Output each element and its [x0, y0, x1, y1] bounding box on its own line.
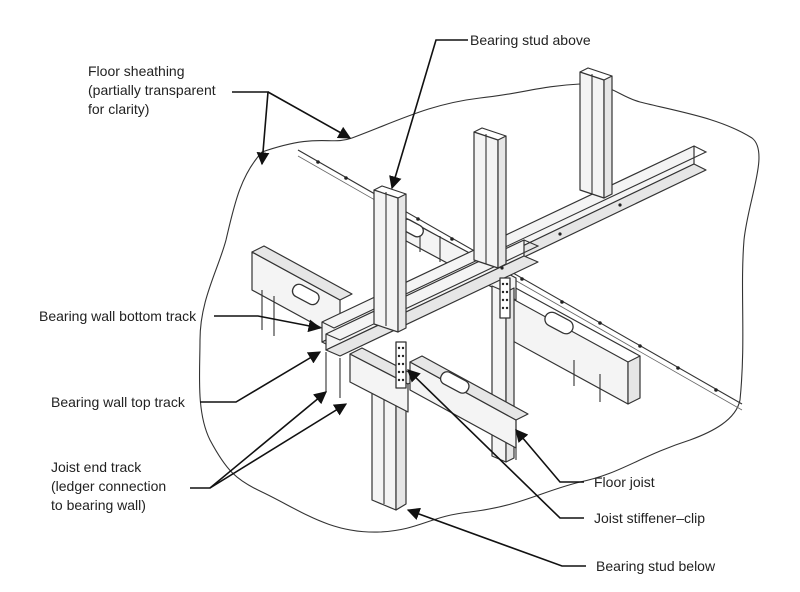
label-bearing-wall-bottom-track: Bearing wall bottom track	[39, 308, 197, 324]
label-floor-sheathing: Floor sheathing (partially transparent f…	[88, 63, 216, 117]
bearing-stud-above-middle	[473, 127, 507, 269]
floor-joist-rear	[499, 285, 641, 405]
leader-bearing-stud-above	[389, 39, 468, 190]
label-bearing-stud-below: Bearing stud below	[596, 558, 716, 574]
joist-stiffener-clip-rear	[499, 277, 511, 319]
bearing-stud-above-rear	[579, 67, 613, 199]
bearing-stud-above-front	[373, 185, 407, 333]
label-joist-end-track: Joist end track (ledger connection to be…	[51, 459, 167, 513]
floor-joist-left	[251, 245, 353, 339]
leader-bearing-stud-below	[406, 507, 586, 567]
leader-floor-joist	[515, 429, 584, 483]
leader-bearing-wall-top-track	[200, 351, 322, 403]
sheathing-edge-strip-inner	[297, 155, 743, 411]
joist-stiffener-clip-front	[395, 341, 407, 389]
leader-floor-sheathing-b	[267, 91, 352, 139]
leader-joist-stiffener-clip	[407, 369, 584, 519]
leader-bearing-wall-bottom-track	[214, 315, 322, 333]
label-bearing-stud-above: Bearing stud above	[470, 32, 591, 48]
leader-joist-end-track-b	[209, 403, 348, 489]
leader-floor-sheathing-a	[232, 91, 270, 166]
floor-sheathing-outline	[198, 83, 760, 533]
label-bearing-wall-top-track: Bearing wall top track	[51, 394, 185, 410]
label-floor-joist: Floor joist	[594, 474, 655, 490]
floor-joist-front	[409, 355, 529, 460]
sheathing-edge-strip	[297, 149, 743, 405]
leader-lines	[190, 39, 586, 567]
label-joist-stiffener-clip: Joist stiffener–clip	[594, 510, 706, 526]
